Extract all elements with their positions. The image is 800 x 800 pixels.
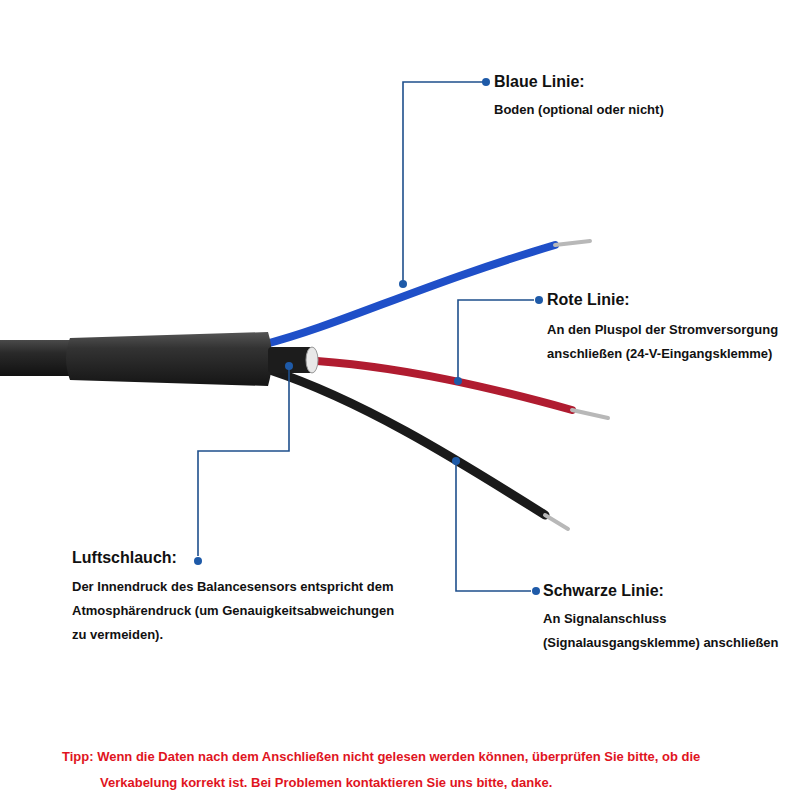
leader-dot bbox=[454, 377, 462, 385]
shrink-sleeve bbox=[66, 332, 272, 386]
callout-heading: Blaue Linie: bbox=[494, 72, 784, 92]
leader-line bbox=[456, 461, 531, 591]
air-tube-end bbox=[306, 347, 318, 373]
red-wire-tip bbox=[572, 410, 608, 418]
tip-note: Tipp: Wenn die Daten nach dem Anschließe… bbox=[62, 744, 752, 796]
leader-dot bbox=[535, 296, 543, 304]
leader-dot bbox=[532, 587, 540, 595]
leader-dot bbox=[194, 557, 202, 565]
leader-line bbox=[403, 82, 484, 284]
blue-wire-tip bbox=[555, 241, 590, 245]
callout-text: An den Pluspol der Stromversorgung ansch… bbox=[547, 318, 795, 366]
blue-wire bbox=[262, 245, 555, 345]
leader-dot bbox=[482, 78, 490, 86]
black-wire-tip bbox=[545, 515, 568, 529]
callout-text: Der Innendruck des Balancesensors entspr… bbox=[72, 575, 412, 647]
callout-heading: Schwarze Linie: bbox=[543, 581, 783, 601]
leader-dot bbox=[285, 362, 293, 370]
leader-line bbox=[198, 366, 289, 556]
callout-heading: Luftschlauch: bbox=[72, 548, 372, 568]
callout-text: Boden (optional oder nicht) bbox=[494, 98, 784, 122]
leader-line bbox=[458, 300, 534, 381]
callout-text: An Signalanschluss (Signalausgangsklemme… bbox=[543, 607, 795, 655]
leader-dot bbox=[399, 280, 407, 288]
leader-dot bbox=[452, 457, 460, 465]
callout-heading: Rote Linie: bbox=[547, 290, 787, 310]
red-wire bbox=[300, 360, 572, 410]
leader-dots bbox=[194, 78, 543, 595]
leader-lines bbox=[198, 82, 534, 591]
